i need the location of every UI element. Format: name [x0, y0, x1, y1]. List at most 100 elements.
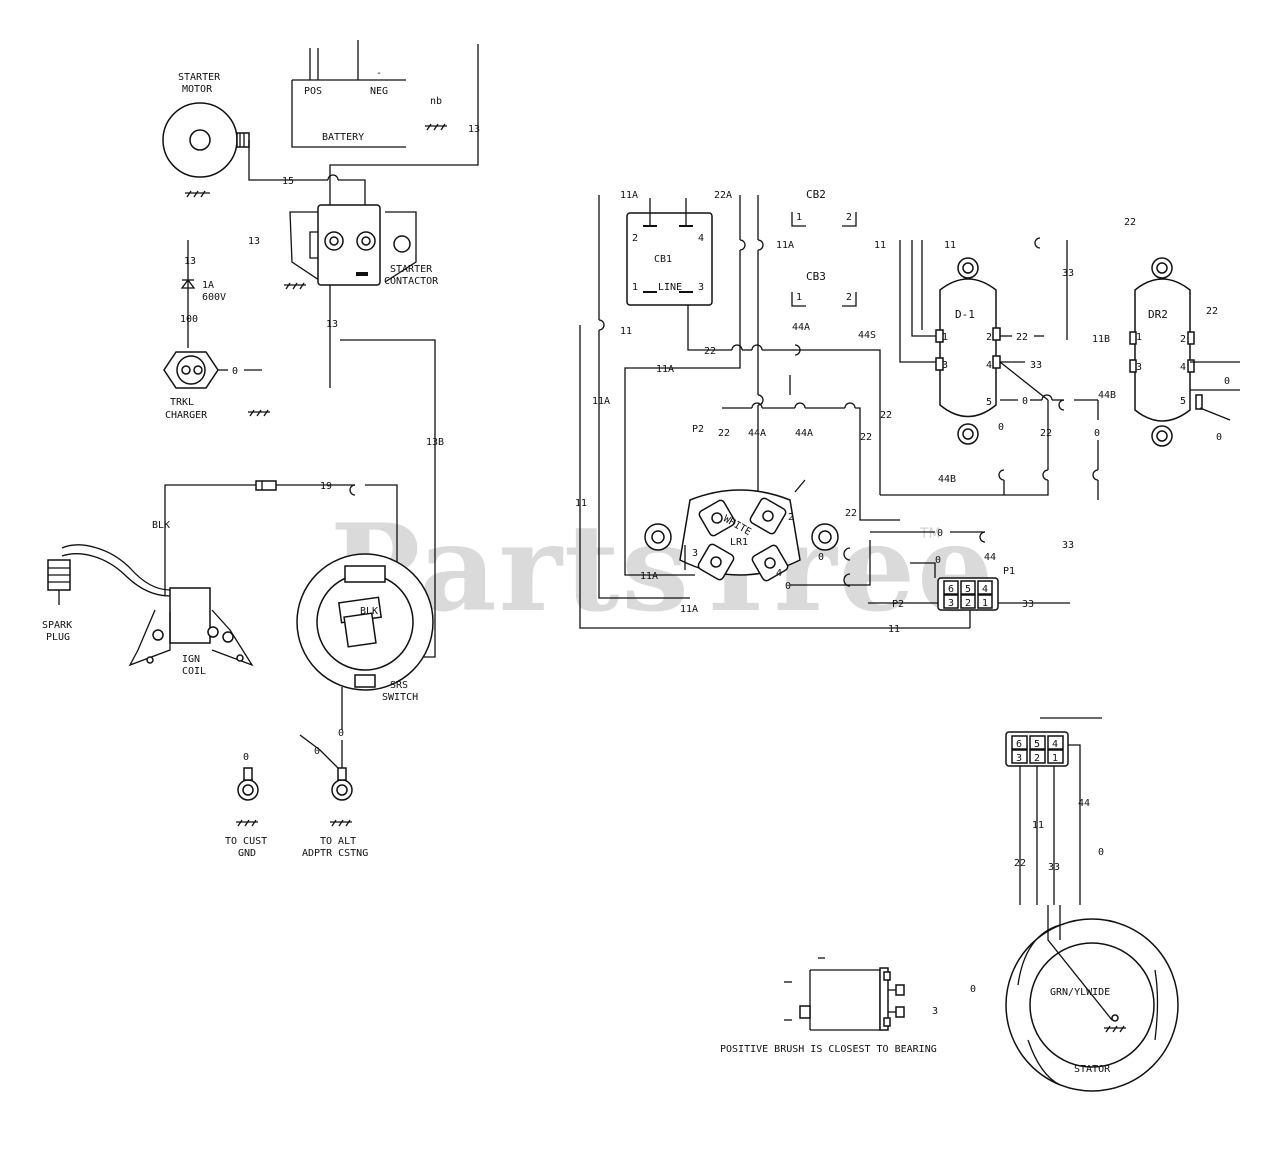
- wire-44a-cb3-label: 44A: [792, 322, 810, 333]
- cb3-label: CB3: [806, 270, 826, 283]
- trickle-charger-label-2: CHARGER: [165, 410, 208, 421]
- wire-22-left-label: 22: [718, 428, 730, 439]
- to-alt-adptr-label-1: TO ALT: [320, 836, 356, 847]
- watermark-text: PartsTree: [330, 498, 995, 639]
- stator: GRN/YLWIDE STATOR 0: [970, 905, 1179, 1092]
- lr1-receptacle: WHITE LR1 3 4 2 0 22: [644, 479, 857, 582]
- p1-pin-2: 2: [965, 598, 971, 609]
- battery-pos-label: POS: [304, 86, 322, 97]
- wire-11-d1-label: 11: [944, 240, 956, 251]
- p1-pin-4: 4: [982, 584, 988, 595]
- wire-0-d1-right-label: 0: [1022, 396, 1028, 407]
- wire-0-upper-label: 0: [937, 528, 943, 539]
- wire-11-outer-label: 11: [575, 498, 587, 509]
- p1-pin-5: 5: [965, 584, 971, 595]
- wire-33-stator-label: 33: [1048, 862, 1060, 873]
- battery-nb-label: nb: [430, 96, 442, 107]
- wire-33-right-label: 33: [1062, 540, 1074, 551]
- ground-symbol: [185, 190, 210, 198]
- wire-13b-label: 13B: [426, 437, 444, 448]
- blk-label: BLK: [152, 520, 170, 531]
- diode-rating-1: 1A: [202, 280, 214, 291]
- watermark: PartsTree TM: [330, 498, 995, 639]
- stator-conn-pin-4: 4: [1052, 739, 1058, 750]
- trickle-charger-label-1: TRKL: [170, 397, 194, 408]
- cb1-pin-4: 4: [698, 233, 704, 244]
- wire-0-trickle-label: 0: [232, 366, 238, 377]
- wire-100-label: 100: [180, 314, 198, 325]
- wire-33-top-label: 33: [1062, 268, 1074, 279]
- lr1-label: LR1: [730, 537, 748, 548]
- wire-0-p1-label: 0: [935, 555, 941, 566]
- wire-0-d1-far-label: 0: [1094, 428, 1100, 439]
- wire-11a-lower-label: 11A: [680, 604, 698, 615]
- wire-44b-label: 44B: [1098, 390, 1116, 401]
- stator-conn-pin-2: 2: [1034, 753, 1040, 764]
- wire-ps-p1-label: P2: [892, 599, 904, 610]
- cb1-breaker: 2 4 1 3 CB1 LINE 11A 22A: [620, 190, 732, 306]
- ignition-circuit: 19 BLK SPARK PLUG IGN COIL: [42, 480, 398, 677]
- p1-pin-1: 1: [982, 598, 988, 609]
- wire-19-label: 19: [320, 481, 332, 492]
- trickle-charger: 0 TRKL CHARGER: [163, 351, 270, 421]
- wire-44s-label: 44S: [858, 330, 876, 341]
- cb2-pin-2: 2: [846, 212, 852, 223]
- stator-connector: 6 5 4 3 2 1 44 11 22 33 0: [1005, 717, 1104, 905]
- wire-44b-lower-label: 44B: [938, 474, 956, 485]
- stator-conn-pin-5: 5: [1034, 739, 1040, 750]
- wire-0-stator-label: 0: [1098, 847, 1104, 858]
- p1-pin-6: 6: [948, 584, 954, 595]
- cb1-pin-2: 2: [632, 233, 638, 244]
- wire-ps-label: P2: [692, 424, 704, 435]
- wire-0-dr2-label: 0: [1224, 376, 1230, 387]
- wire-22-lr1-label: 22: [845, 508, 857, 519]
- cb1-label: CB1: [654, 254, 672, 265]
- wire-11-cb2-label: 11: [874, 240, 886, 251]
- wire-0-dr2-lower-label: 0: [1216, 432, 1222, 443]
- ground-symbol: [1104, 1025, 1126, 1033]
- positive-brush-note: POSITIVE BRUSH IS CLOSEST TO BEARING: [720, 1044, 937, 1055]
- wire-0-stator-side-label: 0: [970, 984, 976, 995]
- cb2-pin-1: 1: [796, 212, 802, 223]
- wire-13-lower-label: 13: [326, 319, 338, 330]
- watermark-tm: TM: [919, 526, 941, 542]
- starter-wires: 15: [248, 44, 479, 230]
- wire-11a-left-label: 11A: [592, 396, 610, 407]
- srs-switch: BLK 0 SRS SWITCH: [296, 553, 434, 775]
- to-cust-gnd-label-1: TO CUST: [225, 836, 267, 847]
- wire-33-d1-label: 33: [1030, 360, 1042, 371]
- brush-holder: 3 POSITIVE BRUSH IS CLOSEST TO BEARING: [720, 957, 938, 1055]
- wire-22-dr2-top-label: 22: [1124, 217, 1136, 228]
- lr1-pin-3: 3: [692, 548, 698, 559]
- d1-pin-2: 2: [986, 332, 992, 343]
- wire-33-p1-label: 33: [1022, 599, 1034, 610]
- wire-22-dr2-label: 22: [1206, 306, 1218, 317]
- cb2-breaker: CB2 1 2 11 11A: [776, 188, 886, 251]
- wire-13-diode-label: 13: [184, 256, 196, 267]
- wire-11-left-label: 11: [620, 326, 632, 337]
- starter-contactor-label-1: STARTER: [390, 264, 433, 275]
- starter-contactor-label-2: CONTACTOR: [384, 276, 439, 287]
- dr2-pin-2: 2: [1180, 334, 1186, 345]
- dr2-pin-4: 4: [1180, 362, 1186, 373]
- srs-switch-label-2: SWITCH: [382, 692, 418, 703]
- wire-44-stator-label: 44: [1078, 798, 1090, 809]
- ground-symbol: [330, 819, 352, 827]
- cb3-pin-2: 2: [846, 292, 852, 303]
- stator-label: STATOR: [1074, 1064, 1111, 1075]
- dr2-pin-1: 1: [1136, 332, 1142, 343]
- wire-22-stator-label: 22: [1014, 858, 1026, 869]
- wire-11-bottom-label: 11: [888, 624, 900, 635]
- wire-11a-cb2-label: 11A: [776, 240, 794, 251]
- wire-3-brush-label: 3: [932, 1006, 938, 1017]
- ground-symbol: [236, 819, 258, 827]
- wire-0-lug-label: 0: [314, 746, 320, 757]
- wire-44a-left-label: 44A: [748, 428, 766, 439]
- wire-22-d1-label: 22: [1016, 332, 1028, 343]
- ign-coil-label-1: IGN: [182, 654, 200, 665]
- battery: POS NEG - BATTERY nb 13: [291, 40, 480, 148]
- cb1-pin-3: 3: [698, 282, 704, 293]
- wire-22-diag-label: 22: [880, 410, 892, 421]
- grn-ylwide-label: GRN/YLWIDE: [1050, 987, 1110, 998]
